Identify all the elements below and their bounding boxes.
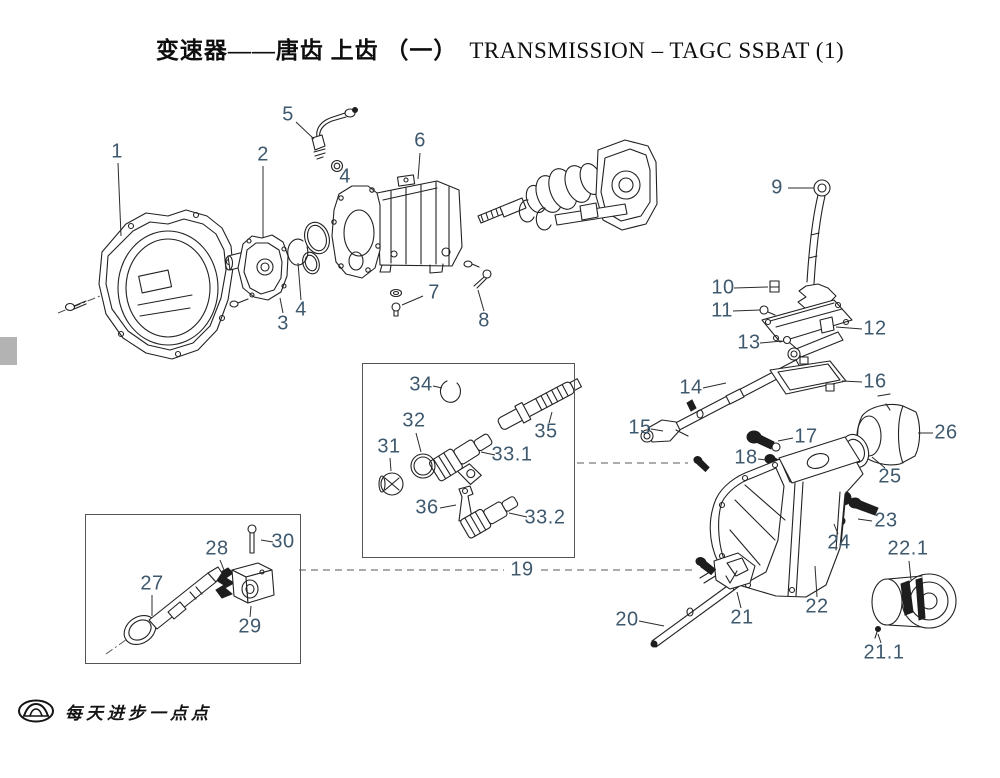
selector-shaft-detail-box — [85, 514, 301, 664]
callout-15: 15 — [628, 416, 652, 439]
part-8-bolt — [463, 260, 492, 289]
callout-8: 8 — [478, 309, 490, 332]
callout-21: 21 — [730, 606, 754, 629]
callout-5: 5 — [282, 103, 294, 126]
page-title-chinese: 变速器——唐齿 上齿 （一） — [155, 38, 458, 63]
callout-30: 30 — [271, 530, 295, 553]
callout-34: 34 — [409, 373, 433, 396]
callout-14: 14 — [679, 376, 703, 399]
callout-9: 9 — [771, 176, 783, 199]
callout-29: 29 — [238, 615, 262, 638]
callout-20: 20 — [615, 608, 639, 631]
callout-25: 25 — [878, 465, 902, 488]
part-16-bracket — [769, 356, 847, 395]
callout-6: 6 — [414, 129, 426, 152]
part-5-breather — [311, 107, 358, 160]
part-21-fork — [713, 552, 756, 590]
callout-27: 27 — [140, 572, 164, 595]
part-29-block — [231, 562, 275, 604]
part-10-11-13-fasteners — [759, 280, 798, 350]
callout-11: 11 — [711, 299, 733, 322]
part-33-1-speedo-sensor — [428, 433, 493, 485]
speedometer-gear-detail-box — [362, 363, 575, 558]
callout-10: 10 — [711, 276, 735, 299]
callout-21.1: 21.1 — [863, 641, 905, 664]
callout-33.2: 33.2 — [524, 506, 566, 529]
page-title-english: TRANSMISSION – TAGC SSBAT (1) — [469, 38, 845, 63]
part-31-plug — [378, 472, 404, 496]
callout-2: 2 — [257, 143, 269, 166]
part-2-3-bearing-retainer — [224, 234, 289, 308]
part-15-rod-end — [640, 419, 689, 443]
leader-lines — [117, 121, 933, 644]
brand-slogan: 每天进步一点点 — [65, 703, 212, 723]
callout-19: 19 — [510, 558, 534, 581]
callout-32: 32 — [402, 409, 426, 432]
callout-7: 7 — [428, 281, 440, 304]
callout-12: 12 — [863, 317, 887, 340]
callout-22.1: 22.1 — [887, 537, 929, 560]
part-7-drain-plug — [389, 288, 403, 317]
part-33-2-speedo-sensor — [460, 496, 519, 539]
part-27-selector-shaft — [123, 566, 223, 645]
page-title: 变速器——唐齿 上齿 （一） TRANSMISSION – TAGC SSBAT … — [0, 31, 1000, 65]
part-35-speedo-gear — [497, 378, 582, 430]
reference-screw-19 — [695, 557, 717, 576]
part-32-o-ring — [410, 453, 436, 479]
part-1-clutch-housing — [64, 209, 234, 360]
part-30-pin — [247, 524, 257, 554]
part-21-1-22-1-sensor-body — [871, 573, 957, 639]
callout-36: 36 — [415, 496, 439, 519]
part-9-shift-lever — [761, 179, 853, 361]
part-34-clip — [439, 380, 461, 403]
callout-3: 3 — [277, 312, 289, 335]
callout-33.1: 33.1 — [491, 443, 533, 466]
callout-4: 4 — [295, 298, 307, 321]
part-4-rings — [287, 159, 344, 275]
left-edge-tab — [0, 337, 17, 365]
part-20-shift-rail — [650, 577, 743, 648]
part-36-retainer-clip — [458, 485, 474, 522]
input-shaft-gear-cluster — [477, 139, 658, 231]
callout-24: 24 — [827, 531, 851, 554]
callout-28: 28 — [205, 537, 229, 560]
callout-4: 4 — [339, 165, 351, 188]
callout-31: 31 — [377, 435, 401, 458]
footer-logo: 每天进步一点点 — [16, 697, 212, 725]
part-6-gear-case — [331, 174, 463, 279]
callout-35: 35 — [534, 420, 558, 443]
callout-23: 23 — [874, 509, 898, 532]
callout-18: 18 — [734, 446, 758, 469]
callout-16: 16 — [863, 370, 887, 393]
callout-26: 26 — [934, 421, 958, 444]
callout-22: 22 — [805, 595, 829, 618]
reference-screw-box-a — [693, 456, 710, 473]
callout-13: 13 — [737, 331, 761, 354]
callout-1: 1 — [111, 140, 123, 163]
callout-17: 17 — [794, 425, 818, 448]
part-17-bolt — [746, 430, 781, 452]
brand-emblem-icon — [18, 699, 54, 723]
